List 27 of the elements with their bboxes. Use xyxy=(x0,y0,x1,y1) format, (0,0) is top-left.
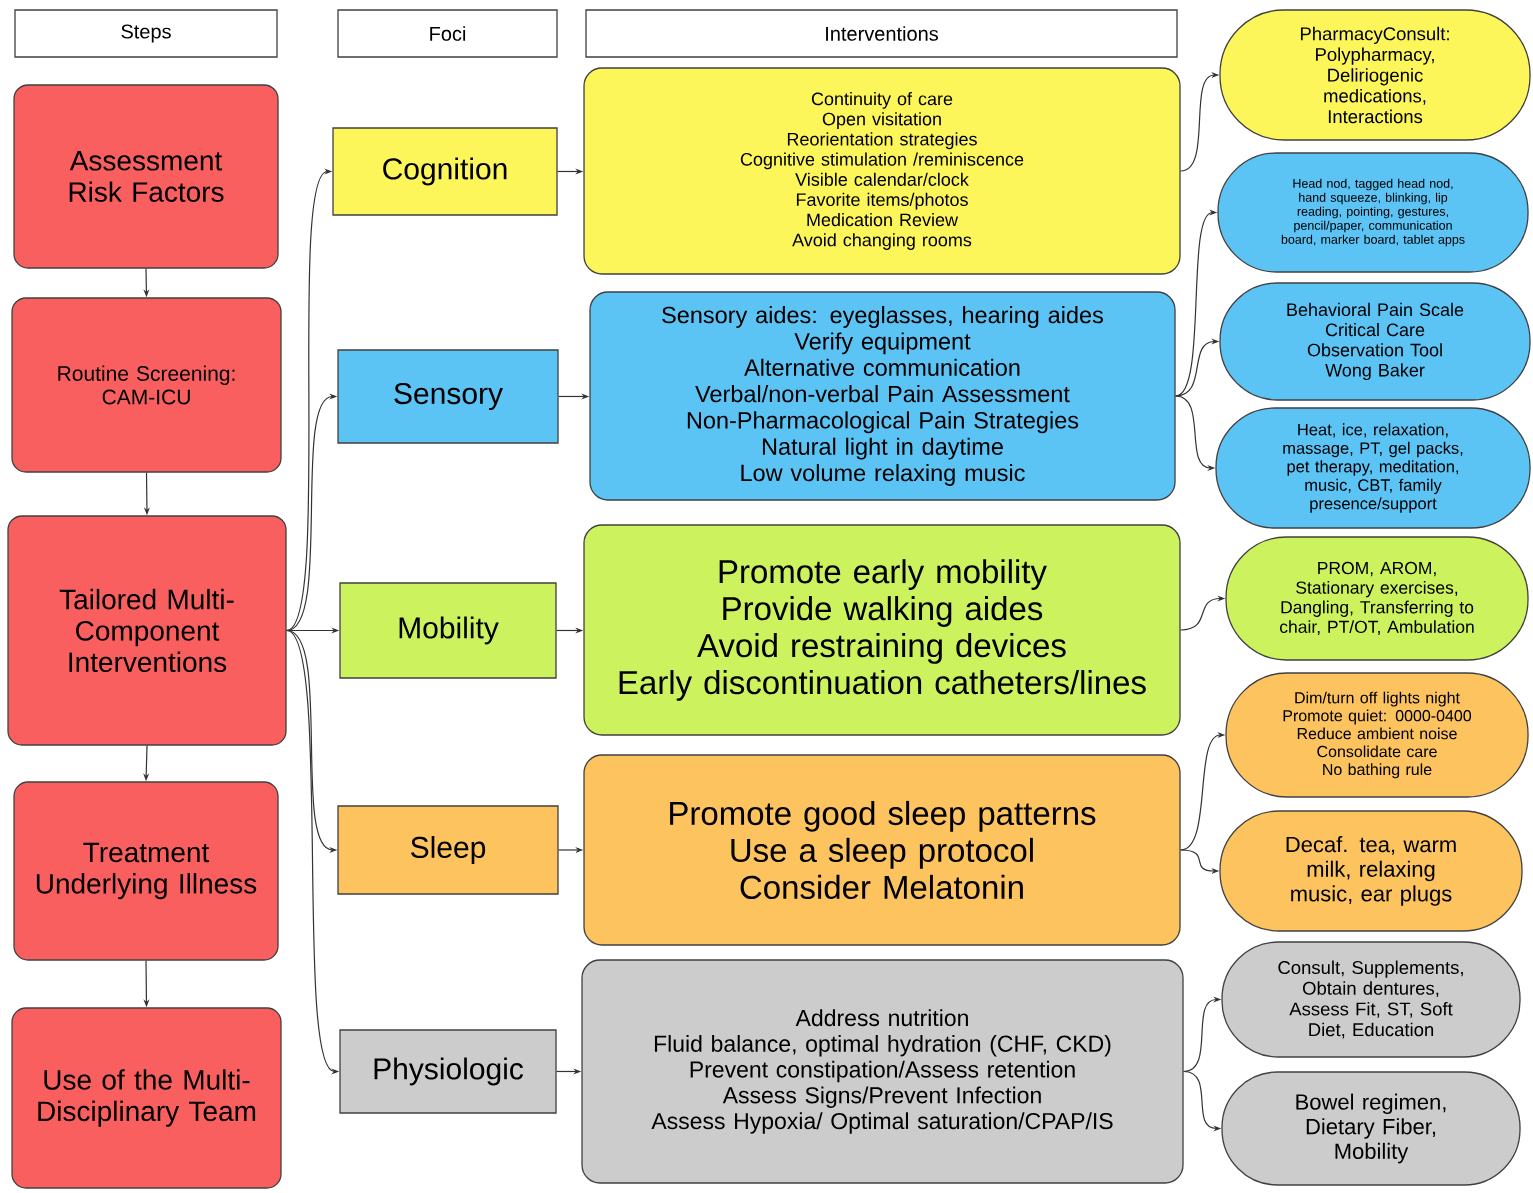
detail-pill: Decaf. tea, warm milk, relaxing music, ear plugs xyxy=(1219,810,1523,932)
step-box: Tailored Multi-Component Interventions xyxy=(7,515,287,746)
step-box: Assessment Risk Factors xyxy=(13,84,279,269)
focus-box: Cognition xyxy=(332,127,558,216)
focus-box: Sleep xyxy=(337,805,559,895)
intervention-box: Promote early mobility Provide walking aides Avoid restraining devices Early discontinuation catheters/lines xyxy=(583,524,1181,736)
column-header: Steps xyxy=(14,9,278,58)
detail-pill: PharmacyConsult: Polypharmacy, Deliriogenic medications, Interactions xyxy=(1219,9,1531,141)
step-box: Routine Screening: CAM-ICU xyxy=(11,297,282,473)
detail-pill: PROM, AROM, Stationary exercises, Dangling, Transferring to chair, PT/OT, Ambulation xyxy=(1225,536,1529,661)
detail-pill: Bowel regimen, Dietary Fiber, Mobility xyxy=(1221,1071,1521,1186)
step-box: Use of the Multi-Disciplinary Team xyxy=(11,1007,282,1189)
detail-pill: Head nod, tagged head nod, hand squeeze, blinking, lip reading, pointing, gestures, pencil/paper, communication board, marker board, tablet apps xyxy=(1217,152,1529,273)
detail-pill: Behavioral Pain Scale Critical Care Observation Tool Wong Baker xyxy=(1219,282,1531,401)
focus-box: Physiologic xyxy=(339,1029,557,1114)
step-box: Treatment Underlying Illness xyxy=(13,781,279,961)
intervention-box: Promote good sleep patterns Use a sleep protocol Consider Melatonin xyxy=(583,754,1181,946)
intervention-box: Address nutrition Fluid balance, optimal hydration (CHF, CKD) Prevent constipation/Assess retention Assess Signs/Prevent Infection Assess Hypoxia/ Optimal saturation/CPAP/IS xyxy=(581,959,1184,1184)
detail-pill: Consult, Supplements, Obtain dentures, Assess Fit, ST, Soft Diet, Education xyxy=(1221,941,1521,1058)
column-header: Foci xyxy=(337,9,558,58)
intervention-box: Continuity of care Open visitation Reorientation strategies Cognitive stimulation /reminiscence Visible calendar/clock Favorite items/photos Medication Review Avoid changing rooms xyxy=(583,67,1181,275)
intervention-box: Sensory aides: eyeglasses, hearing aides Verify equipment Alternative communication Verbal/non-verbal Pain Assessment Non-Pharmacological Pain Strategies Natural light in daytime Low volume relaxing music xyxy=(589,291,1176,501)
detail-pill: Dim/turn off lights night Promote quiet: 0000-0400 Reduce ambient noise Consolidate care No bathing rule xyxy=(1225,672,1529,798)
column-header: Interventions xyxy=(585,9,1178,58)
focus-box: Mobility xyxy=(339,582,557,679)
detail-pill: Heat, ice, relaxation, massage, PT, gel packs, pet therapy, meditation, music, CBT, family presence/support xyxy=(1215,407,1531,529)
focus-box: Sensory xyxy=(337,349,559,444)
